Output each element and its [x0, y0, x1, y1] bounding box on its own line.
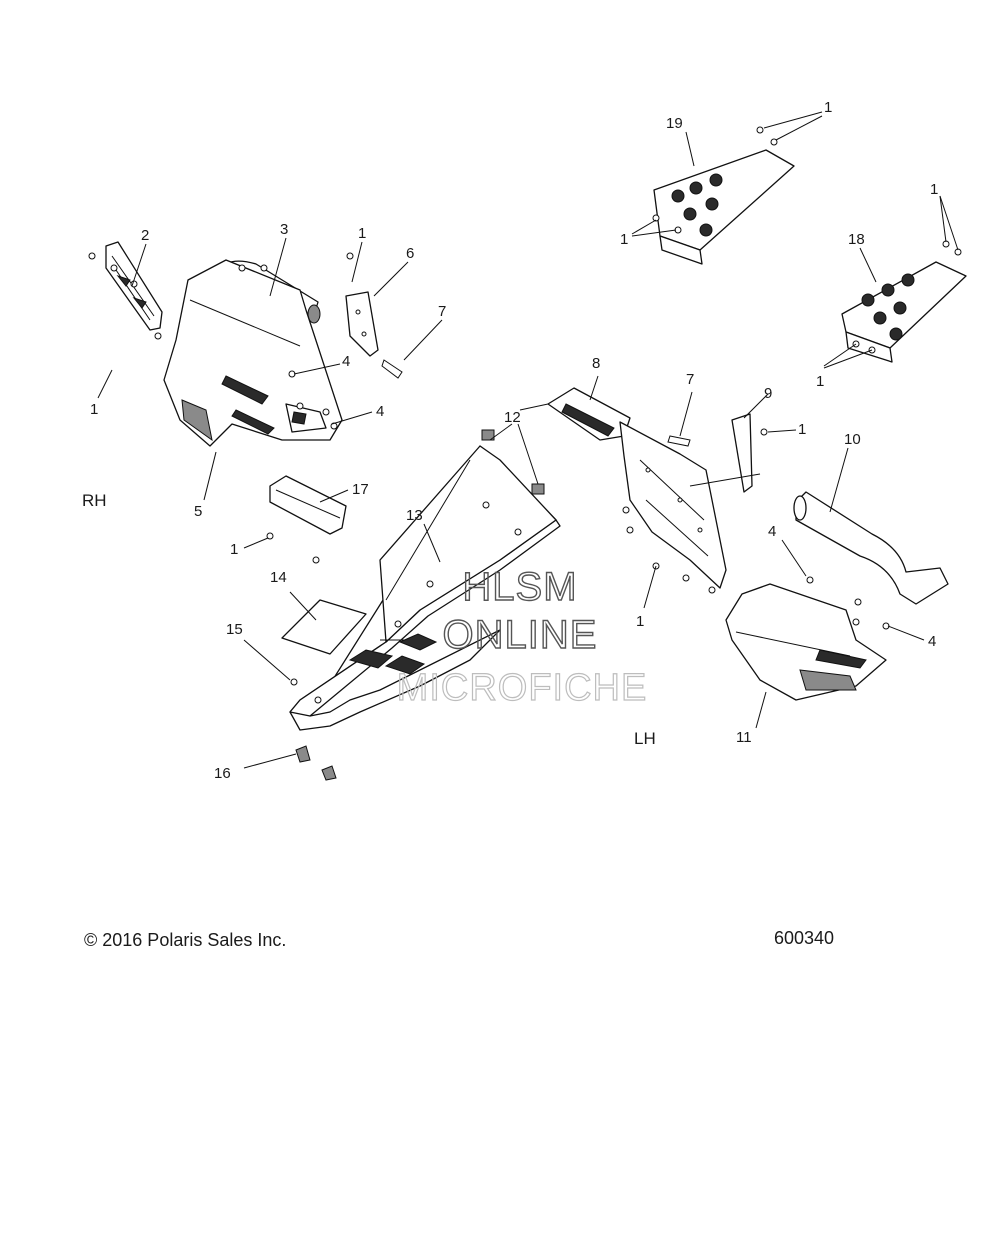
callout-1-rh-left: 1 — [90, 401, 98, 418]
watermark: HLSM ONLINE MICROFICHE — [396, 564, 648, 709]
callout-labels: 2 3 1 6 7 1 4 4 5 17 1 14 15 16 13 12 8 … — [90, 99, 938, 782]
callout-10: 10 — [844, 431, 861, 448]
part-19-footrest — [653, 149, 795, 265]
part-15-bolts — [290, 678, 322, 704]
callout-17: 17 — [352, 481, 369, 498]
part-1-bolt-17b — [312, 556, 320, 564]
callout-1-17: 1 — [230, 541, 238, 558]
copyright-text: © 2016 Polaris Sales Inc. — [84, 930, 286, 950]
callout-2: 2 — [141, 227, 149, 244]
callout-16: 16 — [214, 765, 231, 782]
callout-14: 14 — [270, 569, 287, 586]
side-label-lh: LH — [634, 729, 656, 748]
part-4-bolts-rh — [238, 264, 338, 430]
callout-15: 15 — [226, 621, 243, 638]
callout-12: 12 — [504, 409, 521, 426]
callout-1-19-bottom: 1 — [620, 231, 628, 248]
callout-11: 11 — [736, 729, 752, 746]
part-5-rh-shield — [163, 259, 343, 447]
callout-1-lh-left: 1 — [636, 613, 644, 630]
callout-5: 5 — [194, 503, 202, 520]
part-11-lh-shield — [725, 583, 887, 701]
callout-19: 19 — [666, 115, 683, 132]
part-1-bolt-17 — [266, 532, 274, 540]
part-12-nuts — [481, 429, 545, 495]
part-8-bracket — [519, 387, 631, 441]
leader-lines — [97, 111, 959, 769]
callout-1-18-bottom: 1 — [816, 373, 824, 390]
diagram-number: 600340 — [774, 928, 834, 948]
part-16-clips — [295, 745, 337, 781]
callout-8: 8 — [592, 355, 600, 372]
part-1-bolt-rh-top — [346, 252, 354, 260]
part-lh-heat-shield — [619, 421, 727, 589]
part-1-bolt-lh-top — [760, 428, 768, 436]
leader-mid — [689, 473, 761, 487]
callout-1-19-top: 1 — [824, 99, 832, 116]
watermark-line3: MICROFICHE — [397, 667, 648, 709]
part-7-bolt-rh — [381, 359, 403, 379]
callout-4-rh-a: 4 — [342, 353, 350, 370]
part-6-bracket — [345, 291, 379, 357]
watermark-line1: HLSM — [462, 565, 577, 609]
callout-4-rh-b: 4 — [376, 403, 384, 420]
callout-6: 6 — [406, 245, 414, 262]
side-label-rh: RH — [82, 491, 107, 510]
callout-9: 9 — [764, 385, 772, 402]
part-1-bolts-19 — [652, 126, 778, 234]
part-7-bolt-lh — [667, 435, 691, 447]
callout-1-18-top: 1 — [930, 181, 938, 198]
part-10-exhaust-pipe — [793, 491, 949, 605]
part-4-bolts-lh — [806, 576, 890, 630]
callout-7-rh: 7 — [438, 303, 446, 320]
part-14-decal — [281, 599, 367, 655]
part-18-footrest — [841, 261, 967, 363]
callout-1-lh-top: 1 — [798, 421, 806, 438]
callout-1-rh-top: 1 — [358, 225, 366, 242]
callout-4-lh-a: 4 — [768, 523, 776, 540]
callout-18: 18 — [848, 231, 865, 248]
part-13-skid-plate — [289, 445, 561, 731]
part-9-bracket — [731, 413, 753, 493]
watermark-line2: ONLINE — [443, 613, 598, 657]
part-1-bolts-lh — [622, 506, 716, 594]
callout-13: 13 — [406, 507, 423, 524]
callout-3: 3 — [280, 221, 288, 238]
part-17-bracket — [269, 475, 347, 535]
callout-7-lh: 7 — [686, 371, 694, 388]
callout-4-lh-b: 4 — [928, 633, 936, 650]
